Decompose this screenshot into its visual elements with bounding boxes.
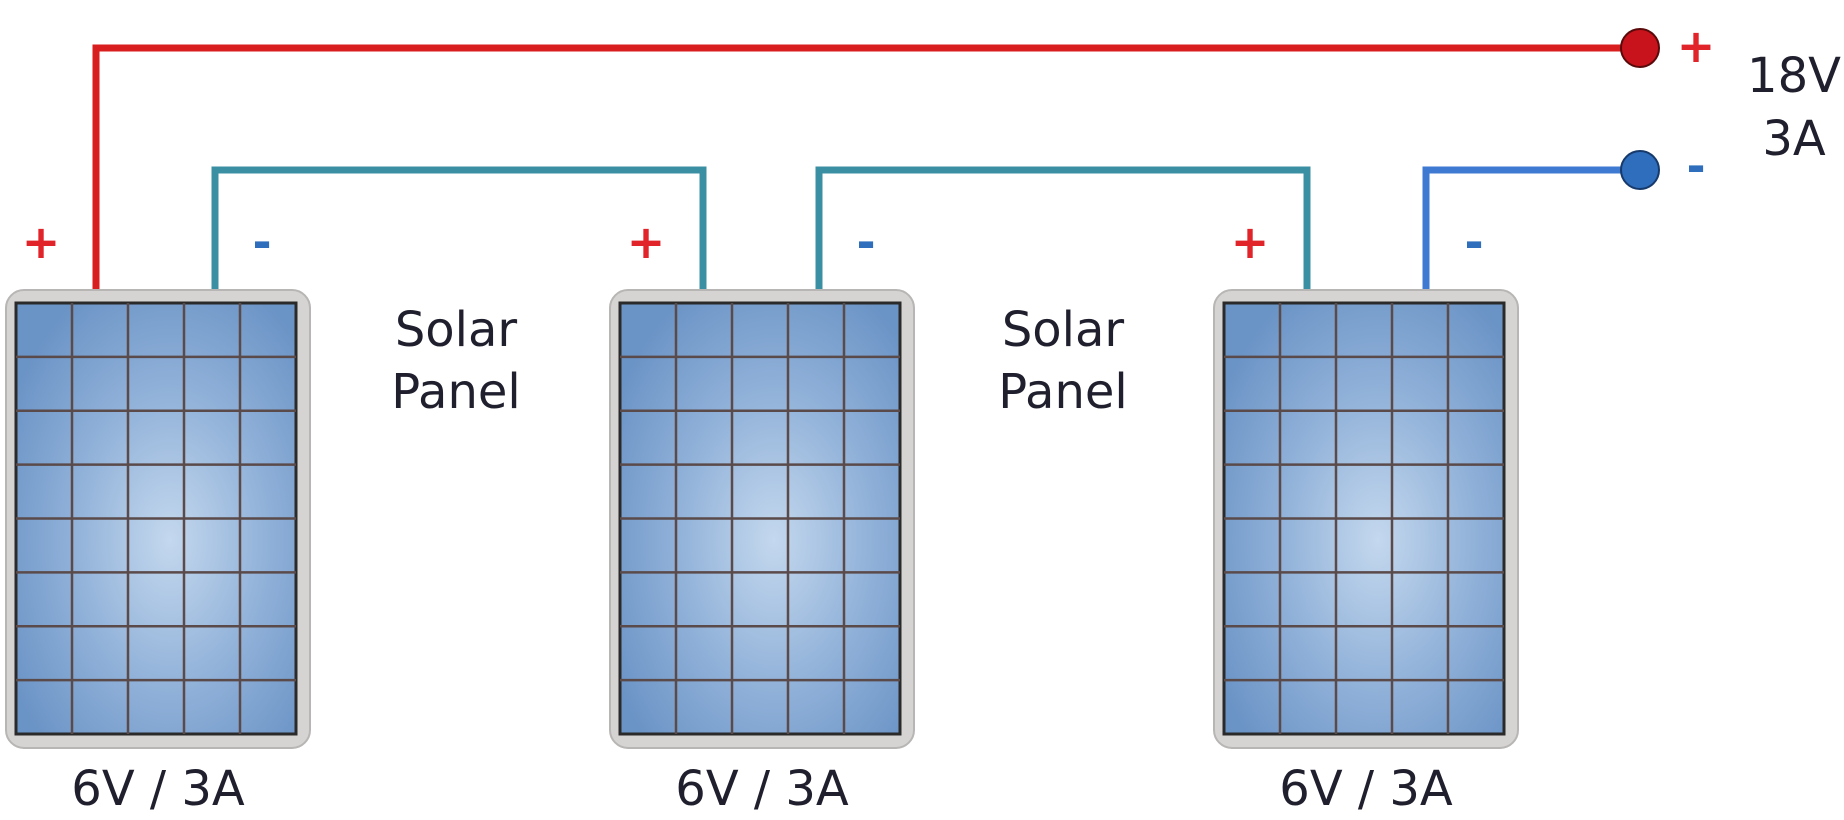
series-wire-2 [815, 166, 1311, 290]
output-positive-sign: + [1677, 19, 1716, 73]
panel-cell-grid [16, 303, 296, 734]
panel-cell-grid [620, 303, 900, 734]
positive-output-terminal [1620, 28, 1660, 68]
negative-output-wire [1422, 166, 1640, 290]
negative-output-terminal [1620, 150, 1660, 190]
panel-1-negative-sign: - [252, 215, 271, 269]
panel-cell-grid [1224, 303, 1504, 734]
solar-panel-3 [1213, 289, 1519, 749]
series-wire-1 [211, 166, 707, 290]
gap-label-1-line1: Solar [395, 302, 518, 358]
panel-3-rating: 6V / 3A [1279, 761, 1453, 817]
panel-2-negative-sign: - [856, 215, 875, 269]
panel-2-rating: 6V / 3A [675, 761, 849, 817]
positive-output-wire [92, 44, 1640, 290]
gap-label-2-line1: Solar [1002, 302, 1125, 358]
panel-1-rating: 6V / 3A [71, 761, 245, 817]
solar-panel-2 [609, 289, 915, 749]
panel-3-negative-sign: - [1464, 215, 1483, 269]
gap-label-2-line2: Panel [998, 364, 1128, 420]
output-current-label: 3A [1762, 111, 1826, 167]
panel-1-positive-sign: + [22, 215, 61, 269]
solar-panel-1 [5, 289, 311, 749]
output-negative-sign: - [1686, 139, 1705, 193]
panel-3-positive-sign: + [1231, 215, 1270, 269]
panel-2-positive-sign: + [627, 215, 666, 269]
output-voltage-label: 18V [1747, 48, 1841, 104]
gap-label-1-line2: Panel [391, 364, 521, 420]
